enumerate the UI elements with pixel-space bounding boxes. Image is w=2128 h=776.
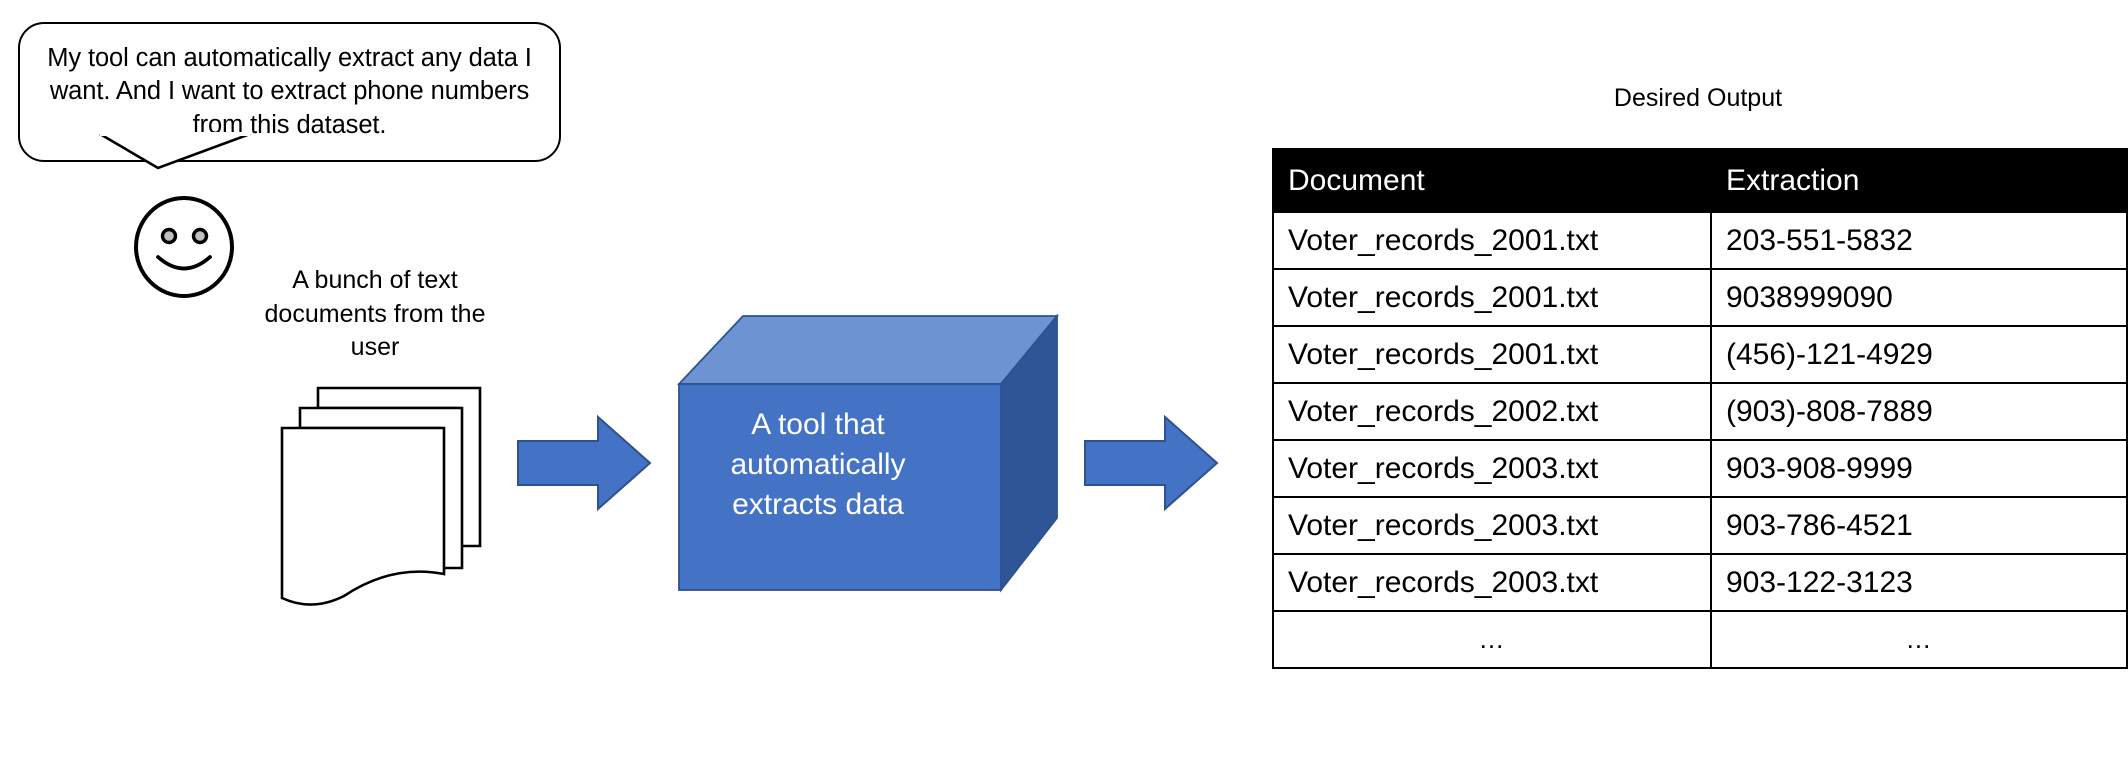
cell-extraction: (903)-808-7889 xyxy=(1710,382,2128,441)
documents-caption: A bunch of text documents from the user xyxy=(264,266,486,361)
table-row: Voter_records_2001.txt 203-551-5832 xyxy=(1272,211,2128,270)
cell-extraction: 903-908-9999 xyxy=(1710,439,2128,498)
cell-document: Voter_records_2003.txt xyxy=(1272,553,1712,612)
cell-document-ellipsis: ... xyxy=(1272,610,1712,669)
cell-extraction: 903-786-4521 xyxy=(1710,496,2128,555)
cell-document: Voter_records_2001.txt xyxy=(1272,268,1712,327)
table-row: Voter_records_2003.txt 903-786-4521 xyxy=(1272,496,2128,555)
desired-output-title: Desired Output xyxy=(1613,84,1783,112)
desired-output-table-wrap: Document Extraction Voter_records_2001.t… xyxy=(1272,148,2128,669)
cell-extraction: 903-122-3123 xyxy=(1710,553,2128,612)
table-row: Voter_records_2001.txt (456)-121-4929 xyxy=(1272,325,2128,384)
arrow-right-icon-2 xyxy=(1084,414,1219,512)
speech-bubble-box: My tool can automatically extract any da… xyxy=(18,22,561,162)
table-row: Voter_records_2003.txt 903-908-9999 xyxy=(1272,439,2128,498)
cell-extraction-ellipsis: ... xyxy=(1710,610,2128,669)
tool-box-3d xyxy=(676,313,1059,593)
cell-document: Voter_records_2003.txt xyxy=(1272,439,1712,498)
document-stack-icon xyxy=(280,386,482,606)
arrow-right-icon-1 xyxy=(517,414,652,512)
table-row: Voter_records_2002.txt (903)-808-7889 xyxy=(1272,382,2128,441)
cell-document: Voter_records_2001.txt xyxy=(1272,211,1712,270)
cell-document: Voter_records_2003.txt xyxy=(1272,496,1712,555)
cell-extraction: (456)-121-4929 xyxy=(1710,325,2128,384)
desired-output-table: Document Extraction Voter_records_2001.t… xyxy=(1272,148,2128,669)
column-header-document: Document xyxy=(1272,148,1712,213)
cell-extraction: 203-551-5832 xyxy=(1710,211,2128,270)
table-header-row: Document Extraction xyxy=(1272,148,2128,213)
table-row: Voter_records_2001.txt 9038999090 xyxy=(1272,268,2128,327)
cell-document: Voter_records_2001.txt xyxy=(1272,325,1712,384)
speech-bubble: My tool can automatically extract any da… xyxy=(18,22,561,162)
speech-bubble-text: My tool can automatically extract any da… xyxy=(47,44,532,139)
smiley-face-icon xyxy=(134,196,234,298)
column-header-extraction: Extraction xyxy=(1710,148,2128,213)
table-row: Voter_records_2003.txt 903-122-3123 xyxy=(1272,553,2128,612)
table-row-ellipsis: ... ... xyxy=(1272,610,2128,669)
cell-document: Voter_records_2002.txt xyxy=(1272,382,1712,441)
table-body: Voter_records_2001.txt 203-551-5832 Vote… xyxy=(1272,211,2128,669)
cell-extraction: 9038999090 xyxy=(1710,268,2128,327)
